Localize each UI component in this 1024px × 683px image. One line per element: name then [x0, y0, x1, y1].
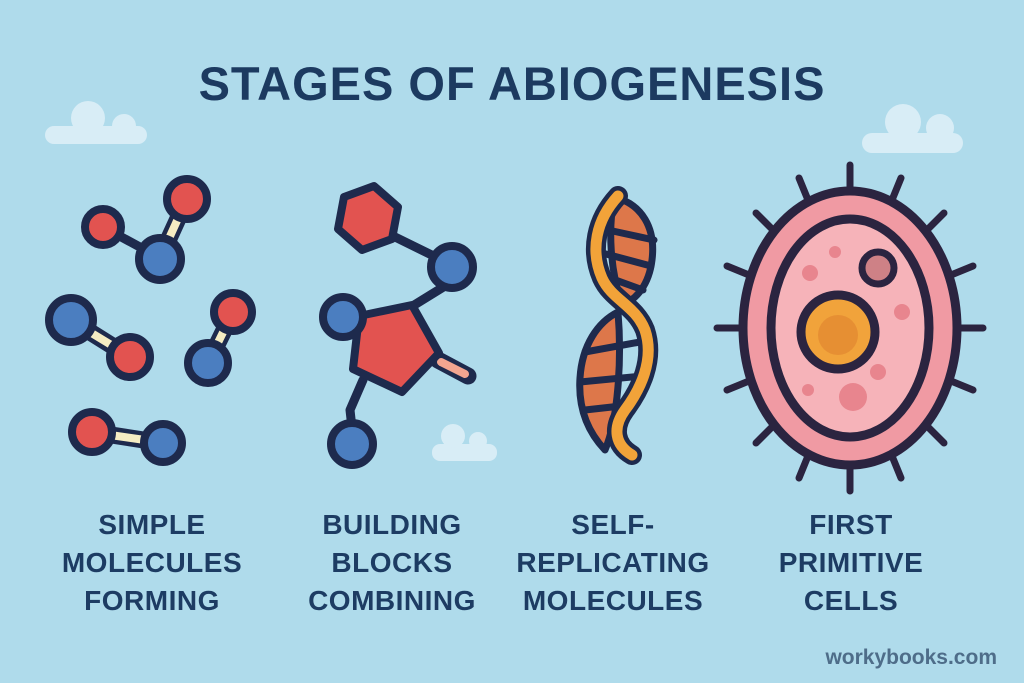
- dna-lobe: [607, 193, 657, 309]
- stage-label-line: FIRST: [809, 509, 893, 540]
- page-title: STAGES OF ABIOGENESIS: [198, 57, 826, 110]
- blue-atom: [427, 242, 477, 292]
- stage-label-line: SELF-: [571, 509, 655, 540]
- stage-label-line: FORMING: [84, 584, 220, 616]
- red-atom: [68, 408, 116, 456]
- vacuole: [858, 248, 898, 288]
- blue-atom: [327, 419, 377, 469]
- connector: [406, 281, 450, 312]
- cell-icon: [713, 161, 987, 495]
- red-atom: [106, 333, 154, 381]
- dna-rungs: [576, 226, 658, 414]
- stage-label-line: BLOCKS: [331, 546, 453, 578]
- red-atom: [163, 175, 211, 223]
- pentagon-ring: [349, 301, 443, 396]
- stage-label-line: MOLECULES: [522, 584, 704, 616]
- stage-label-line: CELLS: [803, 584, 899, 616]
- stage-label-line: MOLECULES: [61, 546, 243, 578]
- blue-atom: [184, 339, 232, 387]
- hexagon-ring: [334, 182, 402, 254]
- blue-atom: [135, 234, 185, 284]
- blue-atom: [140, 420, 186, 466]
- cell-spikes: [713, 161, 987, 495]
- stage-label-line: PRIMITIVE: [778, 546, 924, 578]
- cloud-top-right: [862, 104, 963, 153]
- cloud-small-middle: [432, 424, 497, 461]
- dna-helix-icon: [576, 186, 659, 465]
- stage-label-simple-molecules: SIMPLE MOLECULES FORMING: [30, 506, 274, 619]
- blue-atom: [45, 294, 97, 346]
- building-blocks-icon: [319, 182, 477, 469]
- cloud-top-left: [45, 101, 147, 144]
- blue-atom: [319, 293, 367, 341]
- molecules-icon: [45, 175, 256, 466]
- stage-label-self-replicating: SELF- REPLICATING MOLECULES: [503, 506, 723, 619]
- stage-label-line: SIMPLE: [98, 509, 206, 540]
- side-group-stick: [437, 358, 469, 378]
- cytoplasm-dots: [802, 246, 910, 411]
- stage-label-line: REPLICATING: [516, 546, 710, 578]
- stage-label-line: BUILDING: [322, 509, 462, 540]
- nucleus-core: [818, 315, 858, 355]
- red-atom: [210, 289, 256, 335]
- red-atom: [81, 205, 125, 249]
- stage-label-line: COMBINING: [308, 584, 476, 616]
- stage-label-primitive-cells: FIRST PRIMITIVE CELLS: [741, 506, 961, 619]
- stage-label-building-blocks: BUILDING BLOCKS COMBINING: [280, 506, 504, 619]
- dna-strand: [590, 190, 654, 461]
- watermark: workybooks.com: [825, 646, 997, 669]
